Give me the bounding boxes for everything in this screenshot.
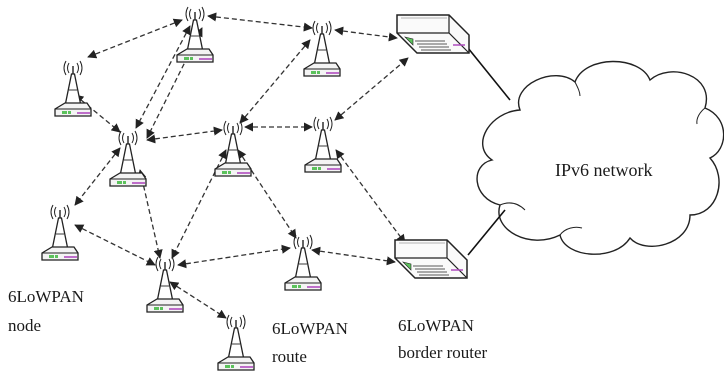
node-icon	[304, 116, 342, 173]
border-router-icon	[396, 14, 470, 54]
node-icon	[146, 256, 184, 313]
border-router-icon	[394, 239, 468, 279]
ipv6-cloud	[476, 60, 724, 255]
label-node-line1: 6LoWPAN	[8, 287, 84, 306]
label-ipv6-network: IPv6 network	[555, 160, 653, 180]
label-route-line1: 6LoWPAN	[272, 319, 348, 338]
node-icon	[41, 204, 79, 261]
node-icon	[54, 60, 92, 117]
link-router-bottom-cloud	[467, 209, 506, 256]
label-node-line2: node	[8, 316, 41, 335]
node-icon	[284, 234, 322, 291]
link-router-top-cloud	[467, 47, 511, 101]
node-icon	[303, 20, 341, 77]
label-border-line2: border router	[398, 343, 488, 362]
node-icon	[176, 6, 214, 63]
label-route-line2: route	[272, 347, 307, 366]
wireless-links	[74, 12, 409, 319]
sensor-nodes	[41, 6, 342, 371]
node-icon	[214, 120, 252, 177]
node-icon	[109, 130, 147, 187]
label-border-line1: 6LoWPAN	[398, 316, 474, 335]
node-icon	[217, 314, 255, 371]
